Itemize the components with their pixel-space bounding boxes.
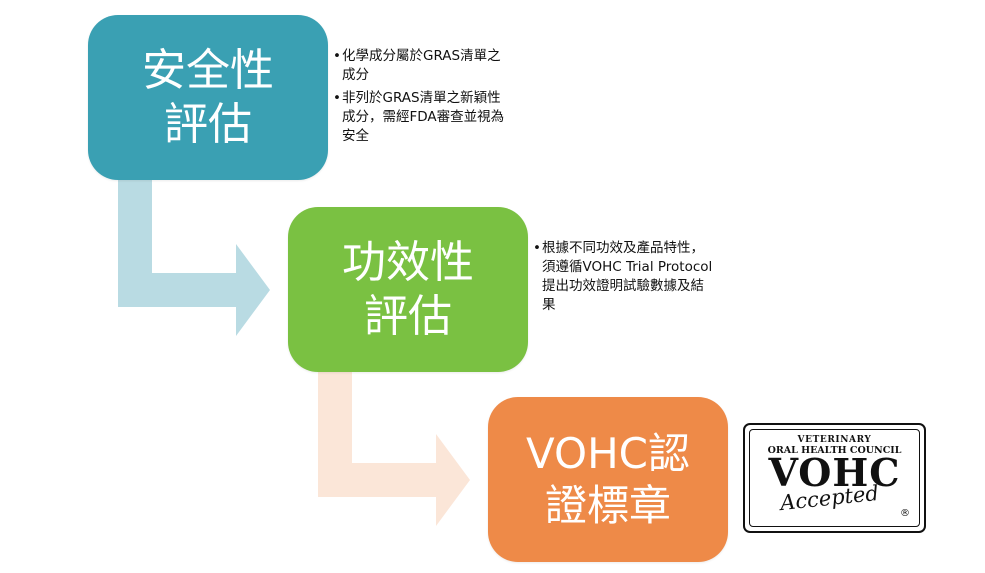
logo-vohc-text: VOHC xyxy=(768,450,901,495)
step-safety-title-line-1: 安全性 xyxy=(142,44,274,96)
step-efficacy-title-line-2: 評估 xyxy=(364,290,452,342)
step-efficacy-title-line-1: 功效性 xyxy=(342,236,474,288)
efficacy-notes: 根據不同功效及產品特性，須遵循VOHC Trial Protocol提出功效證明… xyxy=(533,239,713,319)
registered-mark-icon: ® xyxy=(900,508,910,519)
step-vohc-seal: VOHC認 證標章 xyxy=(488,397,728,562)
step-safety-title-line-2: 評估 xyxy=(164,98,252,150)
safety-note-1: 化學成分屬於GRAS清單之成分 xyxy=(333,47,513,85)
step-efficacy-assessment: 功效性 評估 xyxy=(288,207,528,372)
safety-note-2: 非列於GRAS清單之新穎性成分，需經FDA審查並視為安全 xyxy=(333,89,513,146)
arrow-efficacy-to-vohc xyxy=(318,372,470,526)
vohc-accepted-logo: VETERINARY ORAL HEALTH COUNCIL VOHC Acce… xyxy=(743,423,926,533)
arrow-safety-to-efficacy xyxy=(118,180,270,336)
efficacy-note-1: 根據不同功效及產品特性，須遵循VOHC Trial Protocol提出功效證明… xyxy=(533,239,713,315)
safety-notes: 化學成分屬於GRAS清單之成分 非列於GRAS清單之新穎性成分，需經FDA審查並… xyxy=(333,47,513,150)
step-vohc-title-line-2: 證標章 xyxy=(544,480,671,530)
logo-frame: VETERINARY ORAL HEALTH COUNCIL VOHC Acce… xyxy=(749,429,920,527)
step-safety-assessment: 安全性 評估 xyxy=(88,15,328,180)
logo-council-text: ORAL HEALTH COUNCIL xyxy=(767,445,902,456)
step-vohc-title-line-1: VOHC認 xyxy=(526,429,690,479)
logo-veterinary-text: VETERINARY xyxy=(797,435,872,445)
